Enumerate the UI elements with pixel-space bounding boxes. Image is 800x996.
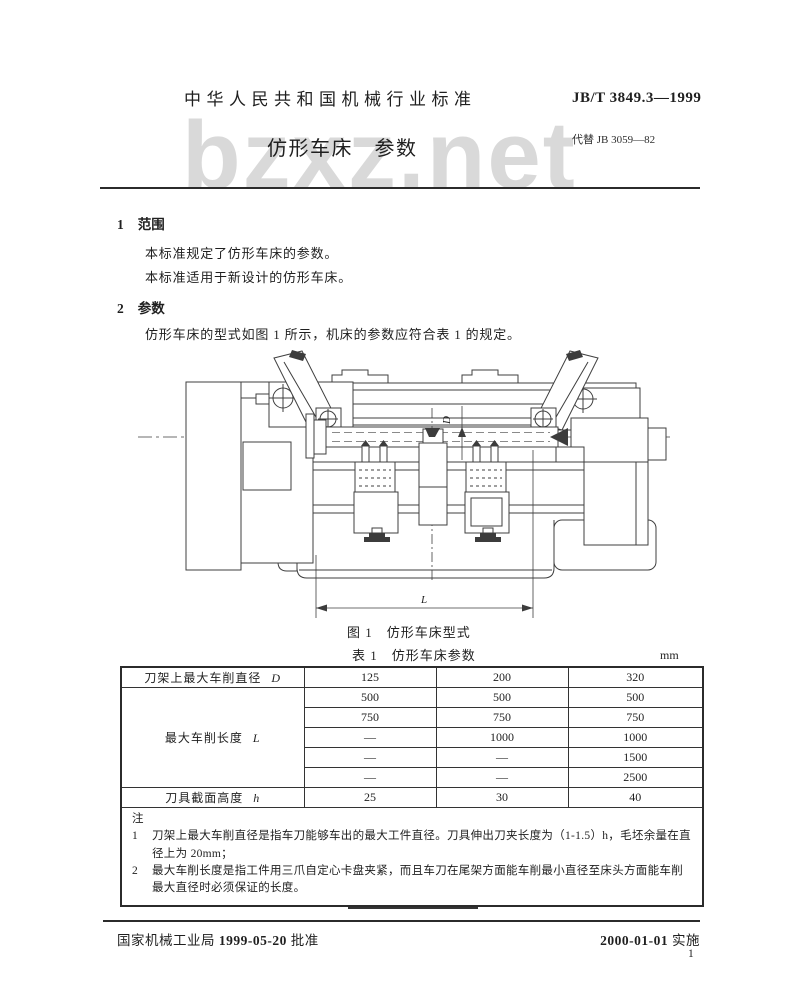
cell: — [435,747,569,768]
cell: 750 [567,707,704,728]
figure-caption: 图 1 仿形车床型式 [347,625,471,640]
table-row: 最大车削长度 L 500 500 500 [120,687,704,788]
symbol-D: D [271,671,282,685]
cell: 25 [303,787,437,808]
cell: 30 [435,787,569,808]
implementation-label: 实施 [672,933,700,948]
note-item-1: 1 刀架上最大车削直径是指车刀能够车出的最大工件直径。刀具伸出刀夹长度为（1-1… [132,828,692,863]
section-1-paragraph-2: 本标准适用于新设计的仿形车床。 [145,270,353,285]
approval-line: 国家机械工业局 1999-05-20 批准 [117,929,319,949]
cell: 1500 [567,747,704,768]
left-tool-post [354,461,396,493]
approval-label: 批准 [290,933,319,948]
dim-l-label: L [420,594,427,606]
table-unit: mm [660,648,679,662]
row-label-height: 刀具截面高度 h [120,787,305,808]
page-number: 1 [688,948,694,960]
dead-center [550,428,568,446]
table-row: 750 750 750 [121,707,704,728]
footer-rule [103,920,700,922]
symbol-L: L [252,731,261,745]
bed-outline [296,518,555,579]
section-2-heading: 2 参数 [117,297,165,317]
cell: 2500 [567,767,704,788]
standard-org-line: 中华人民共和国机械行业标准 [184,90,477,109]
cell: 500 [435,687,569,708]
section-2-number: 2 [117,301,124,316]
cell: 500 [303,687,437,708]
cell: 750 [435,707,569,728]
label-text: 刀具截面高度 [165,791,244,805]
cell: 1000 [567,727,704,748]
cutting-tool [425,428,440,437]
notes-label: 注 [132,813,144,825]
note-number: 1 [132,830,138,843]
standard-code: JB/T 3849.3—1999 [572,90,702,106]
symbol-h: h [253,791,261,805]
section-1-heading: 1 范围 [117,213,165,233]
header-rule [100,187,700,189]
label-text: 最大车削长度 [164,731,243,745]
dim-d-label: D [441,416,453,425]
figure-lathe-drawing: D L [136,350,673,624]
cell: — [303,727,437,748]
cell: 1000 [435,727,569,748]
table-caption: 表 1 仿形车床参数 [352,648,476,663]
note-text: 刀架上最大车削直径是指车刀能够车出的最大工件直径。刀具伸出刀夹长度为（1-1.5… [152,830,691,860]
table-notes: 注 1 刀架上最大车削直径是指车刀能够车出的最大工件直径。刀具伸出刀夹长度为（1… [120,807,704,907]
document-title: 仿形车床 参数 [267,138,418,160]
note-number: 2 [132,864,138,877]
cell: — [303,767,437,788]
replaces-note: 代替 JB 3059—82 [572,134,656,146]
row-label-diameter: 刀架上最大车削直径 D [120,666,305,688]
table-row: — — 2500 [121,767,704,788]
lathe-drawing-svg: D L [138,350,670,618]
implementation-date: 2000-01-01 [600,933,669,948]
right-tool-post [465,461,507,493]
table-row: — — 1500 [121,747,704,768]
cell: 125 [303,666,437,688]
cell: — [303,747,437,768]
cell: 500 [567,687,704,708]
cell: 320 [567,666,704,688]
approval-org: 国家机械工业局 [117,933,215,948]
implementation-line: 2000-01-01 实施 [400,929,700,949]
table-notes-row: 注 1 刀架上最大车削直径是指车刀能够车出的最大工件直径。刀具伸出刀夹长度为（1… [120,807,704,907]
cell: 750 [303,707,437,728]
label-text: 刀架上最大车削直径 [144,671,262,685]
cell: 40 [567,787,704,808]
row-label-length: 最大车削长度 L [120,687,305,788]
section-1-title: 范围 [137,217,165,232]
section-2-paragraph-1: 仿形车床的型式如图 1 所示，机床的参数应符合表 1 的规定。 [145,327,521,342]
note-item-2: 2 最大车削长度是指工件用三爪自定心卡盘夹紧，而且车刀在尾架方面能车削最小直径至… [132,863,692,898]
cell: 200 [435,666,569,688]
table-row: 刀具截面高度 h 25 30 40 [120,787,704,808]
cell: — [435,767,569,788]
section-2-title: 参数 [137,301,165,316]
section-1-number: 1 [117,217,124,232]
headstock-housing [185,381,242,571]
table-row: 刀架上最大车削直径 D 125 200 320 [120,666,704,688]
center-slide [418,442,448,526]
section-end-rule [348,907,478,909]
approval-date: 1999-05-20 [218,933,287,948]
note-text: 最大车削长度是指工件用三爪自定心卡盘夹紧，而且车刀在尾架方面能车削最小直径至床头… [152,864,683,894]
section-1-paragraph-1: 本标准规定了仿形车床的参数。 [145,246,339,261]
chuck [305,413,315,459]
